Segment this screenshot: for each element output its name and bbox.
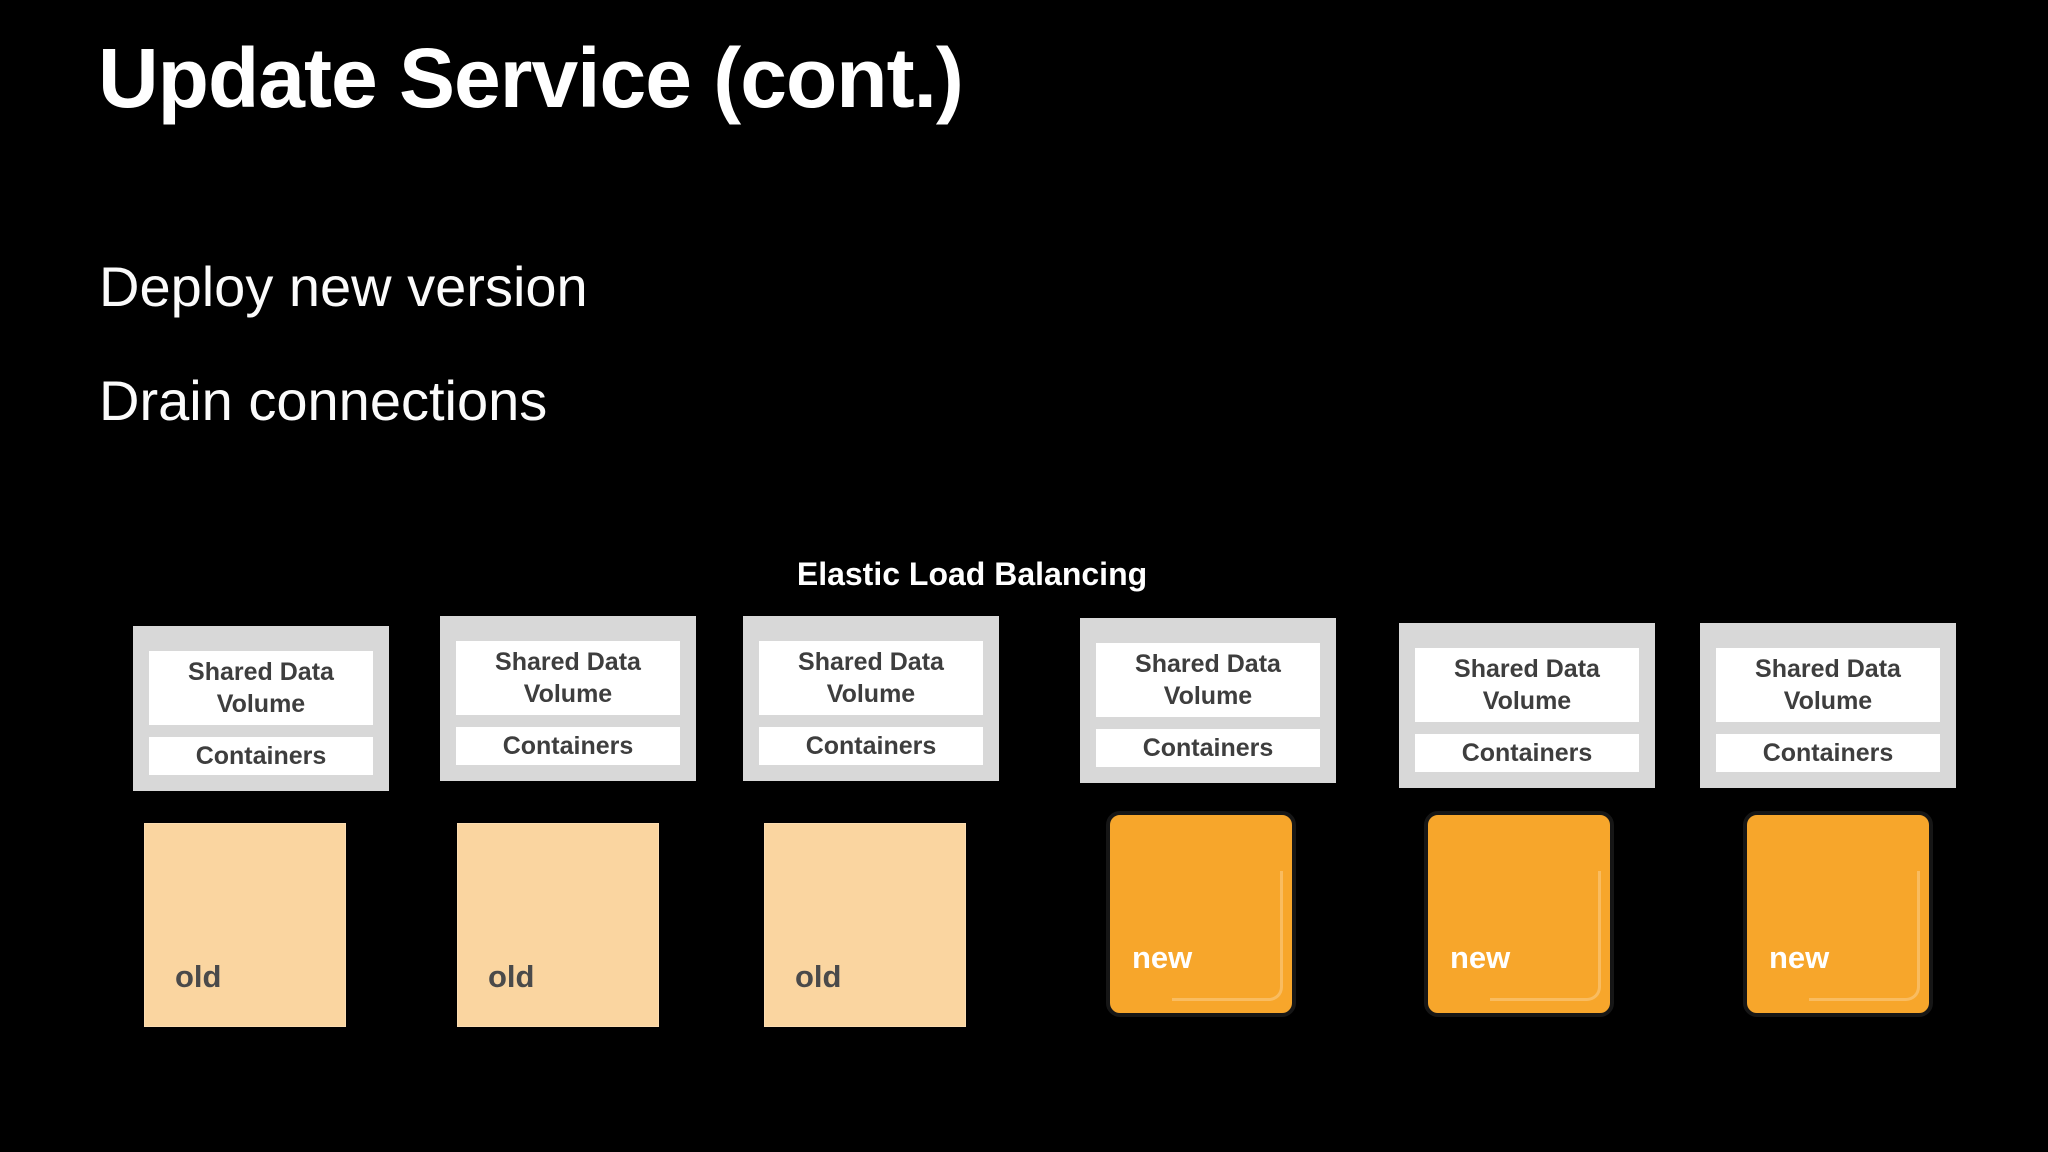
shared-data-volume-box: Shared Data Volume bbox=[149, 651, 373, 725]
shared-data-volume-box: Shared Data Volume bbox=[1716, 648, 1940, 722]
slide-bullet: Drain connections bbox=[99, 369, 548, 432]
page-title: Update Service (cont.) bbox=[98, 31, 964, 125]
instance-state-label: new bbox=[1132, 940, 1193, 975]
service-group: Shared Data Volume Containers bbox=[1399, 623, 1655, 788]
containers-box: Containers bbox=[456, 727, 680, 765]
containers-label: Containers bbox=[502, 731, 634, 760]
instance-state-label: new bbox=[1769, 940, 1830, 975]
service-group: Shared Data Volume Containers bbox=[1700, 623, 1956, 788]
service-group: Shared Data Volume Containers bbox=[440, 616, 696, 781]
elastic-load-balancing-label: Elastic Load Balancing bbox=[796, 556, 1148, 592]
shared-data-volume-label: Shared Data Volume bbox=[188, 657, 334, 719]
shared-data-volume-box: Shared Data Volume bbox=[759, 641, 983, 715]
containers-label: Containers bbox=[1461, 738, 1593, 767]
containers-box: Containers bbox=[149, 737, 373, 775]
containers-label: Containers bbox=[195, 741, 327, 770]
instance-new: new bbox=[1106, 811, 1296, 1017]
containers-label: Containers bbox=[1142, 733, 1274, 762]
shared-data-volume-label: Shared Data Volume bbox=[495, 647, 641, 709]
shared-data-volume-label: Shared Data Volume bbox=[798, 647, 944, 709]
instance-new: new bbox=[1743, 811, 1933, 1017]
containers-box: Containers bbox=[1096, 729, 1320, 767]
instance-state-label: old bbox=[488, 959, 535, 994]
containers-box: Containers bbox=[759, 727, 983, 765]
service-group: Shared Data Volume Containers bbox=[133, 626, 389, 791]
shared-data-volume-box: Shared Data Volume bbox=[1096, 643, 1320, 717]
instance-state-label: new bbox=[1450, 940, 1511, 975]
instance-state-label: old bbox=[175, 959, 222, 994]
service-group: Shared Data Volume Containers bbox=[743, 616, 999, 781]
slide-bullet: Deploy new version bbox=[99, 255, 588, 318]
instance-old: old bbox=[144, 823, 346, 1027]
instance-state-label: old bbox=[795, 959, 842, 994]
instance-old: old bbox=[764, 823, 966, 1027]
containers-box: Containers bbox=[1716, 734, 1940, 772]
shared-data-volume-label: Shared Data Volume bbox=[1454, 654, 1600, 716]
shared-data-volume-label: Shared Data Volume bbox=[1135, 649, 1281, 711]
instance-new: new bbox=[1424, 811, 1614, 1017]
shared-data-volume-box: Shared Data Volume bbox=[1415, 648, 1639, 722]
containers-label: Containers bbox=[1762, 738, 1894, 767]
service-group: Shared Data Volume Containers bbox=[1080, 618, 1336, 783]
shared-data-volume-label: Shared Data Volume bbox=[1755, 654, 1901, 716]
containers-label: Containers bbox=[805, 731, 937, 760]
containers-box: Containers bbox=[1415, 734, 1639, 772]
instance-old: old bbox=[457, 823, 659, 1027]
shared-data-volume-box: Shared Data Volume bbox=[456, 641, 680, 715]
